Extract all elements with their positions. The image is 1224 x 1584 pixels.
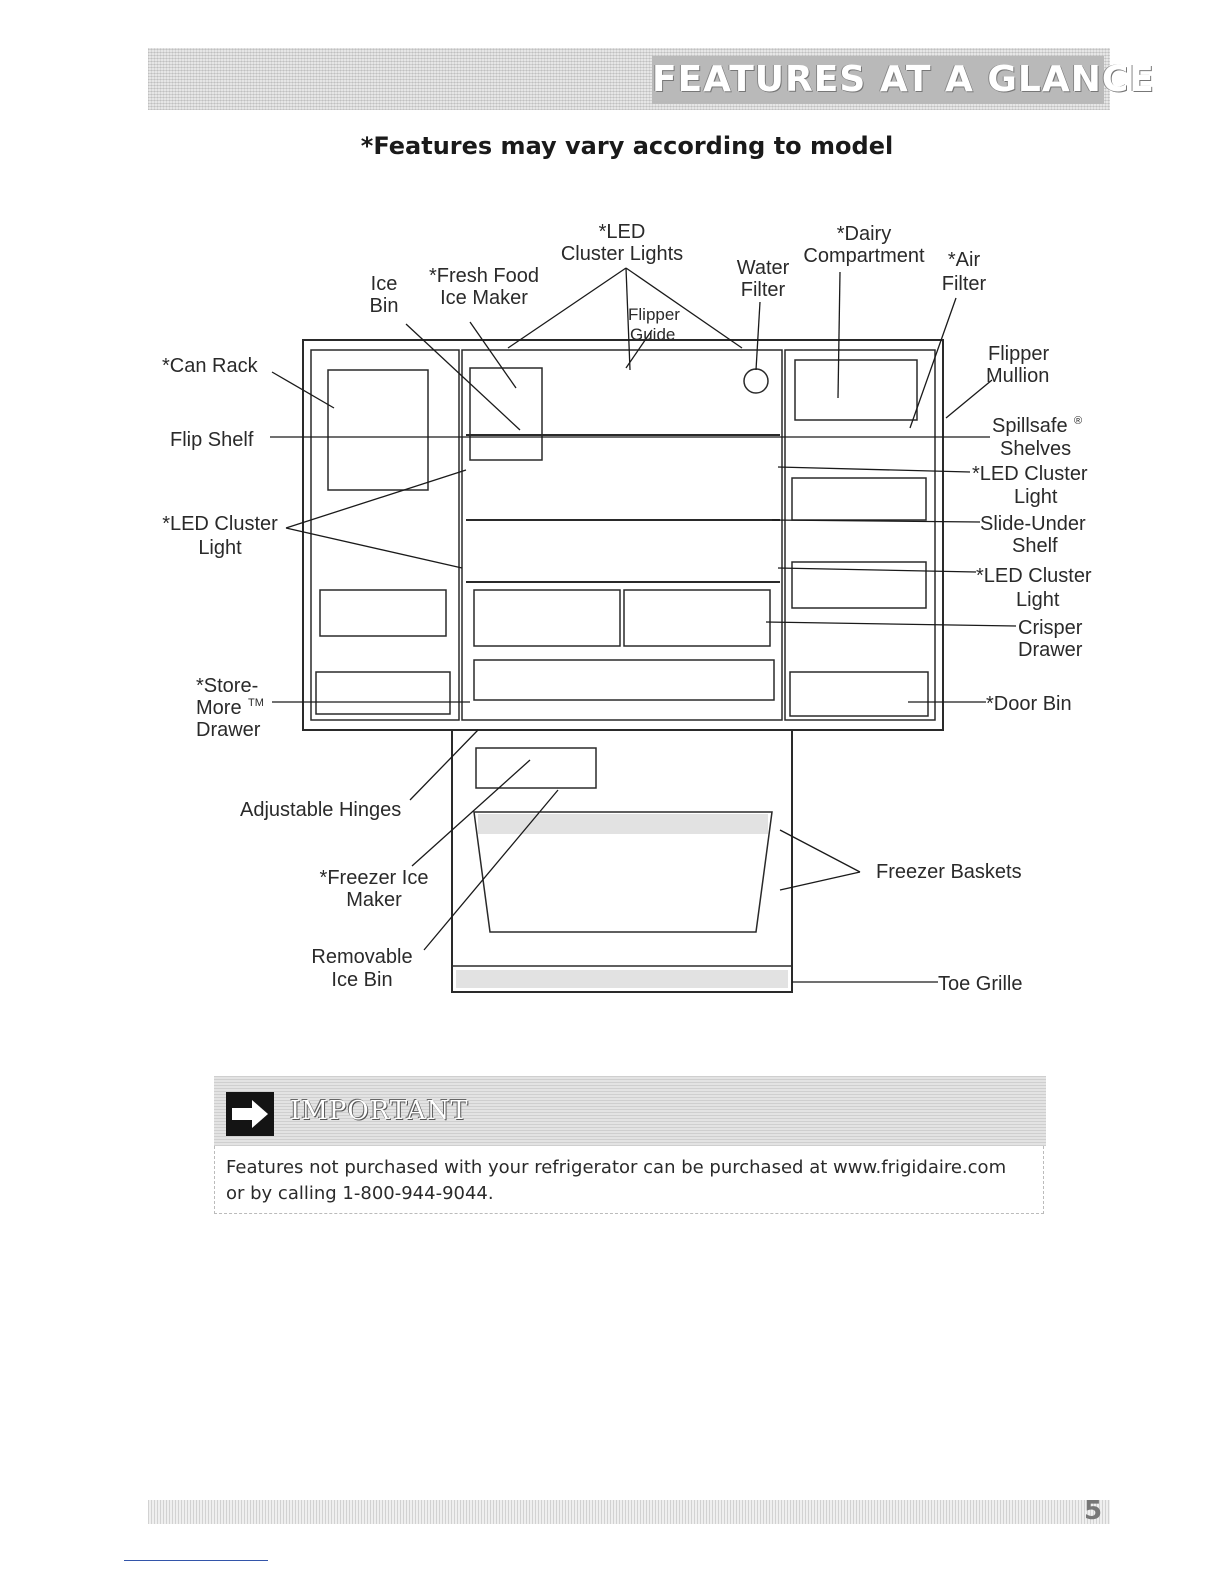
page-title: FEATURES AT A GLANCE	[652, 56, 1154, 104]
ice-bin-box	[469, 367, 543, 461]
label-flipper-guide: Guide	[630, 325, 675, 344]
crisper-right	[623, 589, 771, 647]
toe-grille	[451, 965, 793, 993]
label-slide-under-shelf: Shelf	[1012, 535, 1058, 557]
freezer-drawer	[451, 729, 793, 993]
footer-rule	[124, 1560, 268, 1561]
subtitle: *Features may vary according to model	[360, 132, 894, 160]
label-flipper-guide: Flipper	[628, 305, 680, 324]
label-dairy-compartment: *Dairy	[837, 223, 891, 245]
air-filter-box	[794, 359, 918, 421]
label-dairy-compartment: Compartment	[803, 245, 925, 267]
label-door-bin: *Door Bin	[986, 693, 1072, 715]
label-spillsafe-shelves: Shelves	[1000, 438, 1071, 460]
label-water-filter: Filter	[741, 279, 786, 301]
store-more-drawer	[473, 659, 775, 701]
label-store-more-tm: TM	[248, 697, 264, 709]
label-freezer-ice-maker: Maker	[346, 889, 402, 911]
right-door-bin-1	[791, 477, 927, 521]
label-removable-ice-bin: Removable	[311, 946, 412, 968]
important-line-2: or by calling 1-800-944-9044.	[226, 1183, 494, 1204]
label-led-cluster-light-right-1: Light	[1014, 486, 1058, 508]
label-crisper-drawer: Crisper	[1018, 617, 1083, 639]
label-air-filter: Filter	[942, 273, 987, 295]
label-fresh-food-ice-maker: Ice Maker	[440, 287, 528, 309]
label-crisper-drawer: Drawer	[1018, 639, 1083, 661]
label-store-more-drawer: Drawer	[196, 719, 261, 741]
label-toe-grille: Toe Grille	[938, 973, 1022, 995]
label-can-rack: *Can Rack	[162, 355, 259, 377]
important-line-1: Features not purchased with your refrige…	[226, 1157, 1007, 1178]
label-fresh-food-ice-maker: *Fresh Food	[429, 265, 539, 287]
label-adjustable-hinges: Adjustable Hinges	[240, 799, 401, 821]
important-title: IMPORTANT	[290, 1096, 469, 1126]
label-led-cluster-light-right-2: Light	[1016, 589, 1060, 611]
toe-grille-texture	[456, 970, 788, 988]
label-air-filter: *Air	[948, 249, 981, 271]
label-freezer-ice-maker: *Freezer Ice	[320, 867, 429, 889]
important-body-box	[214, 1146, 1044, 1214]
label-led-cluster-lights: *LED	[599, 221, 646, 243]
right-door-bin-3	[789, 671, 929, 717]
label-spillsafe-reg: ®	[1074, 415, 1082, 427]
page-number: 5	[1084, 1496, 1103, 1526]
label-led-cluster-light-right-2: *LED Cluster	[976, 565, 1092, 587]
label-store-more-drawer: *Store-	[196, 675, 258, 697]
crisper-left	[473, 589, 621, 647]
label-slide-under-shelf: Slide-Under	[980, 513, 1086, 535]
label-led-cluster-light-left: *LED Cluster	[162, 513, 278, 535]
label-led-cluster-light-left: Light	[198, 537, 242, 559]
label-removable-ice-bin: Ice Bin	[331, 969, 392, 991]
right-door-bin-2	[791, 561, 927, 609]
label-freezer-baskets: Freezer Baskets	[876, 861, 1022, 883]
interior	[461, 349, 783, 721]
label-ice-bin: Bin	[370, 295, 399, 317]
label-water-filter: Water	[737, 257, 790, 279]
label-ice-bin: Ice	[371, 273, 398, 295]
left-door-bin-1	[319, 589, 447, 637]
label-led-cluster-light-right-1: *LED Cluster	[972, 463, 1088, 485]
important-header	[214, 1076, 1046, 1146]
right-door	[784, 349, 936, 721]
freezer-basket	[473, 811, 773, 933]
left-door-bin-2	[315, 671, 451, 715]
important-text: Features not purchased with your refrige…	[226, 1155, 1036, 1207]
water-filter-knob	[743, 368, 769, 394]
can-rack	[327, 369, 429, 491]
refrigerator-diagram: *LED Cluster Lights *Dairy Compartment W…	[162, 221, 1092, 995]
left-door	[310, 349, 460, 721]
freezer-basket-slots	[478, 814, 768, 834]
label-flipper-mullion: Mullion	[986, 365, 1049, 387]
label-led-cluster-lights: Cluster Lights	[561, 243, 683, 265]
label-store-more-drawer: More	[196, 697, 242, 719]
arrow-right-icon	[226, 1092, 274, 1136]
freezer-ice-maker	[475, 747, 597, 789]
label-flipper-mullion: Flipper	[988, 343, 1049, 365]
footer-band	[148, 1500, 1110, 1524]
label-spillsafe-shelves: Spillsafe	[992, 415, 1068, 437]
label-flip-shelf: Flip Shelf	[170, 429, 254, 451]
